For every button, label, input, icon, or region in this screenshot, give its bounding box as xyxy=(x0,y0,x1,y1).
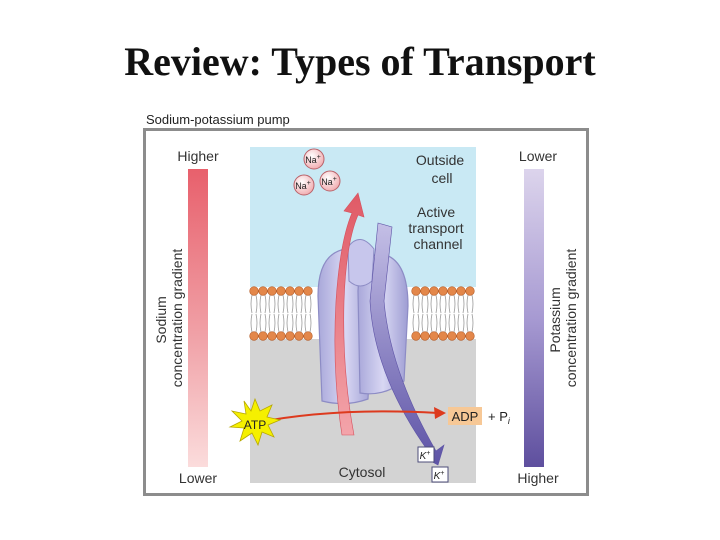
lipid-tail xyxy=(448,313,456,333)
adp-label: ADP xyxy=(452,409,479,424)
lipid-tail xyxy=(430,294,438,314)
lipid-head xyxy=(249,331,259,341)
lipid-tail xyxy=(421,294,429,314)
lipid-head xyxy=(294,286,304,296)
figure-caption: Sodium-potassium pump xyxy=(146,112,290,127)
potassium-ion-1: K+ xyxy=(417,446,435,463)
lipid-tail xyxy=(457,294,465,314)
sodium-arrow xyxy=(334,192,365,436)
lipid-head xyxy=(303,286,313,296)
lipid-head xyxy=(411,286,421,296)
sodium-higher-label: Higher xyxy=(177,148,219,164)
lipid-head xyxy=(303,331,313,341)
lipid-head xyxy=(285,331,295,341)
lipid-head xyxy=(285,286,295,296)
lipid-tail xyxy=(286,294,294,314)
sodium-lower-label: Lower xyxy=(179,470,217,486)
potassium-gradient-axis-label: Potassium concentration gradient xyxy=(547,249,579,388)
svg-text:K+: K+ xyxy=(420,450,431,462)
sodium-gradient-axis-label: Sodium concentration gradient xyxy=(153,249,185,388)
lipid-tail xyxy=(268,313,276,333)
lipid-head xyxy=(420,331,430,341)
sodium-ion-2: Na+ xyxy=(293,174,315,196)
slide-title: Review: Types of Transport xyxy=(124,39,596,84)
lipid-tail xyxy=(250,313,258,333)
lipid-head xyxy=(267,286,277,296)
lipid-tail xyxy=(259,313,267,333)
pump-diagram: ATP ADP + Pi Na+ Na+ Na+ K+ K+ Outsid xyxy=(153,147,579,486)
lipid-bilayer xyxy=(249,286,475,341)
lipid-tail xyxy=(277,313,285,333)
lipid-head xyxy=(411,331,421,341)
potassium-lower-label: Lower xyxy=(519,148,557,164)
lipid-tail xyxy=(466,313,474,333)
adp-box xyxy=(448,407,482,425)
lipid-tail xyxy=(439,294,447,314)
atp-arrowhead xyxy=(434,407,446,419)
lipid-head xyxy=(447,331,457,341)
svg-text:Na+: Na+ xyxy=(305,154,321,165)
lipid-tail xyxy=(304,313,312,333)
svg-text:Na+: Na+ xyxy=(295,180,311,191)
outside-cell-label: Outside cell xyxy=(416,152,468,186)
lipid-head xyxy=(249,286,259,296)
lipid-tail xyxy=(457,313,465,333)
lipid-tail xyxy=(412,294,420,314)
potassium-arrow xyxy=(369,222,445,466)
lipid-head xyxy=(276,286,286,296)
phosphate-label: + Pi xyxy=(488,409,511,426)
lipid-tail xyxy=(448,294,456,314)
active-transport-channel-label: Active transport channel xyxy=(408,204,467,252)
potassium-ion-2: K+ xyxy=(431,466,449,483)
potassium-gradient-bar xyxy=(524,169,544,467)
lipid-head xyxy=(465,286,475,296)
svg-text:Na+: Na+ xyxy=(321,176,337,187)
lipid-tail xyxy=(304,294,312,314)
lipid-tail xyxy=(268,294,276,314)
cytosol-label: Cytosol xyxy=(339,464,386,480)
svg-text:K+: K+ xyxy=(434,470,445,482)
lipid-head xyxy=(465,331,475,341)
lipid-head xyxy=(438,286,448,296)
atp-label: ATP xyxy=(244,418,266,432)
lipid-tail xyxy=(421,313,429,333)
lipid-head xyxy=(438,331,448,341)
lipid-head xyxy=(294,331,304,341)
sodium-potassium-pump-figure: ATP ADP + Pi Na+ Na+ Na+ K+ K+ Outsid xyxy=(143,128,589,496)
lipid-head xyxy=(258,286,268,296)
lipid-tail xyxy=(466,294,474,314)
lipid-tail xyxy=(259,294,267,314)
lipid-head xyxy=(258,331,268,341)
sodium-gradient-bar xyxy=(188,169,208,467)
lipid-tail xyxy=(286,313,294,333)
lipid-head xyxy=(429,331,439,341)
potassium-higher-label: Higher xyxy=(517,470,559,486)
lipid-head xyxy=(456,286,466,296)
sodium-ion-3: Na+ xyxy=(319,170,341,192)
lipid-head xyxy=(420,286,430,296)
atp-starburst xyxy=(228,397,282,447)
lipid-head xyxy=(447,286,457,296)
phosphate-subscript: i xyxy=(508,416,511,426)
lipid-tail xyxy=(295,313,303,333)
lipid-tail xyxy=(430,313,438,333)
lipid-tail xyxy=(412,313,420,333)
lipid-tail xyxy=(439,313,447,333)
lipid-head xyxy=(456,331,466,341)
lipid-head xyxy=(429,286,439,296)
lipid-tail xyxy=(277,294,285,314)
lipid-tail xyxy=(295,294,303,314)
sodium-ion-1: Na+ xyxy=(303,148,325,170)
lipid-head xyxy=(276,331,286,341)
lipid-head xyxy=(267,331,277,341)
lipid-tail xyxy=(250,294,258,314)
